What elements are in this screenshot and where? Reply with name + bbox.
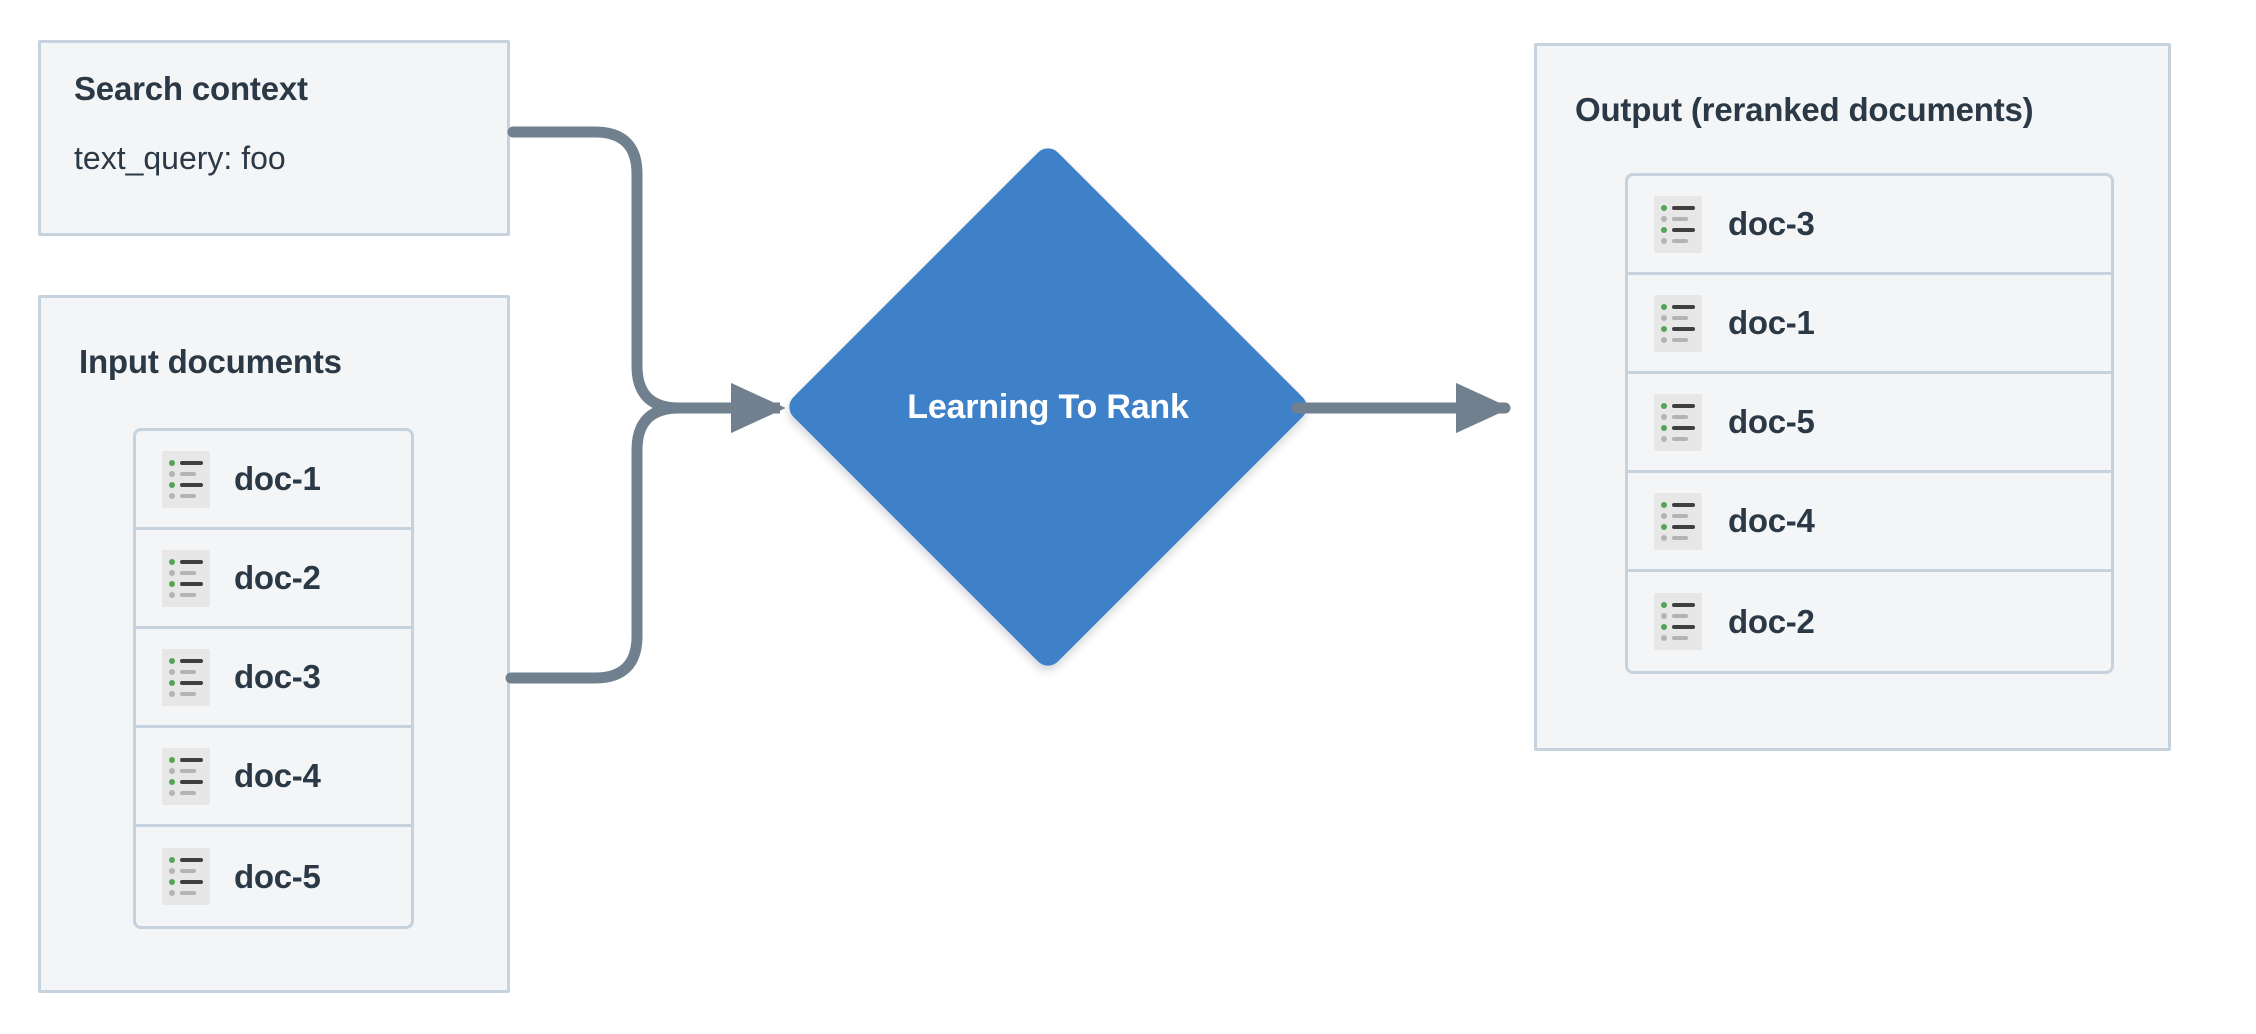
search-context-title: Search context — [74, 70, 308, 107]
document-list-icon — [162, 549, 210, 607]
input-document-row[interactable]: doc-1 — [136, 431, 411, 530]
input-document-row[interactable]: doc-5 — [136, 827, 411, 926]
input-document-row[interactable]: doc-3 — [136, 629, 411, 728]
document-label: doc-3 — [234, 658, 321, 695]
output-document-row[interactable]: doc-5 — [1628, 374, 2111, 473]
document-label: doc-5 — [1728, 403, 1815, 440]
document-label: doc-4 — [234, 757, 321, 794]
document-label: doc-5 — [234, 857, 321, 895]
document-list-icon — [1654, 294, 1702, 352]
output-document-row[interactable]: doc-4 — [1628, 473, 2111, 572]
output-document-list: doc-3 doc-1 doc-5 doc-4 doc-2 — [1625, 173, 2114, 674]
document-list-icon — [162, 747, 210, 805]
input-document-row[interactable]: doc-4 — [136, 728, 411, 827]
document-label: doc-1 — [1728, 304, 1815, 341]
input-documents-title: Input documents — [79, 343, 342, 380]
document-list-icon — [1654, 492, 1702, 550]
document-list-icon — [162, 648, 210, 706]
document-label: doc-2 — [234, 559, 321, 596]
connector-input-documents-to-ltr — [505, 402, 685, 684]
output-document-row[interactable]: doc-3 — [1628, 176, 2111, 275]
document-list-icon — [162, 450, 210, 508]
output-title: Output (reranked documents) — [1575, 91, 2034, 128]
document-label: doc-4 — [1728, 502, 1815, 539]
document-label: doc-2 — [1728, 602, 1815, 640]
learning-to-rank-node[interactable] — [783, 142, 1313, 672]
output-document-row[interactable]: doc-1 — [1628, 275, 2111, 374]
input-document-row[interactable]: doc-2 — [136, 530, 411, 629]
input-document-list: doc-1 doc-2 doc-3 doc-4 doc-5 — [133, 428, 414, 929]
document-label: doc-3 — [1728, 205, 1815, 242]
search-context-text-query: text_query: foo — [74, 140, 286, 176]
document-label: doc-1 — [234, 460, 321, 497]
connector-search-context-to-ltr — [507, 126, 685, 414]
document-list-icon — [162, 848, 210, 905]
output-document-row[interactable]: doc-2 — [1628, 572, 2111, 671]
document-list-icon — [1654, 393, 1702, 451]
search-context-panel: Search context text_query: foo — [38, 40, 510, 236]
document-list-icon — [1654, 195, 1702, 253]
document-list-icon — [1654, 593, 1702, 650]
